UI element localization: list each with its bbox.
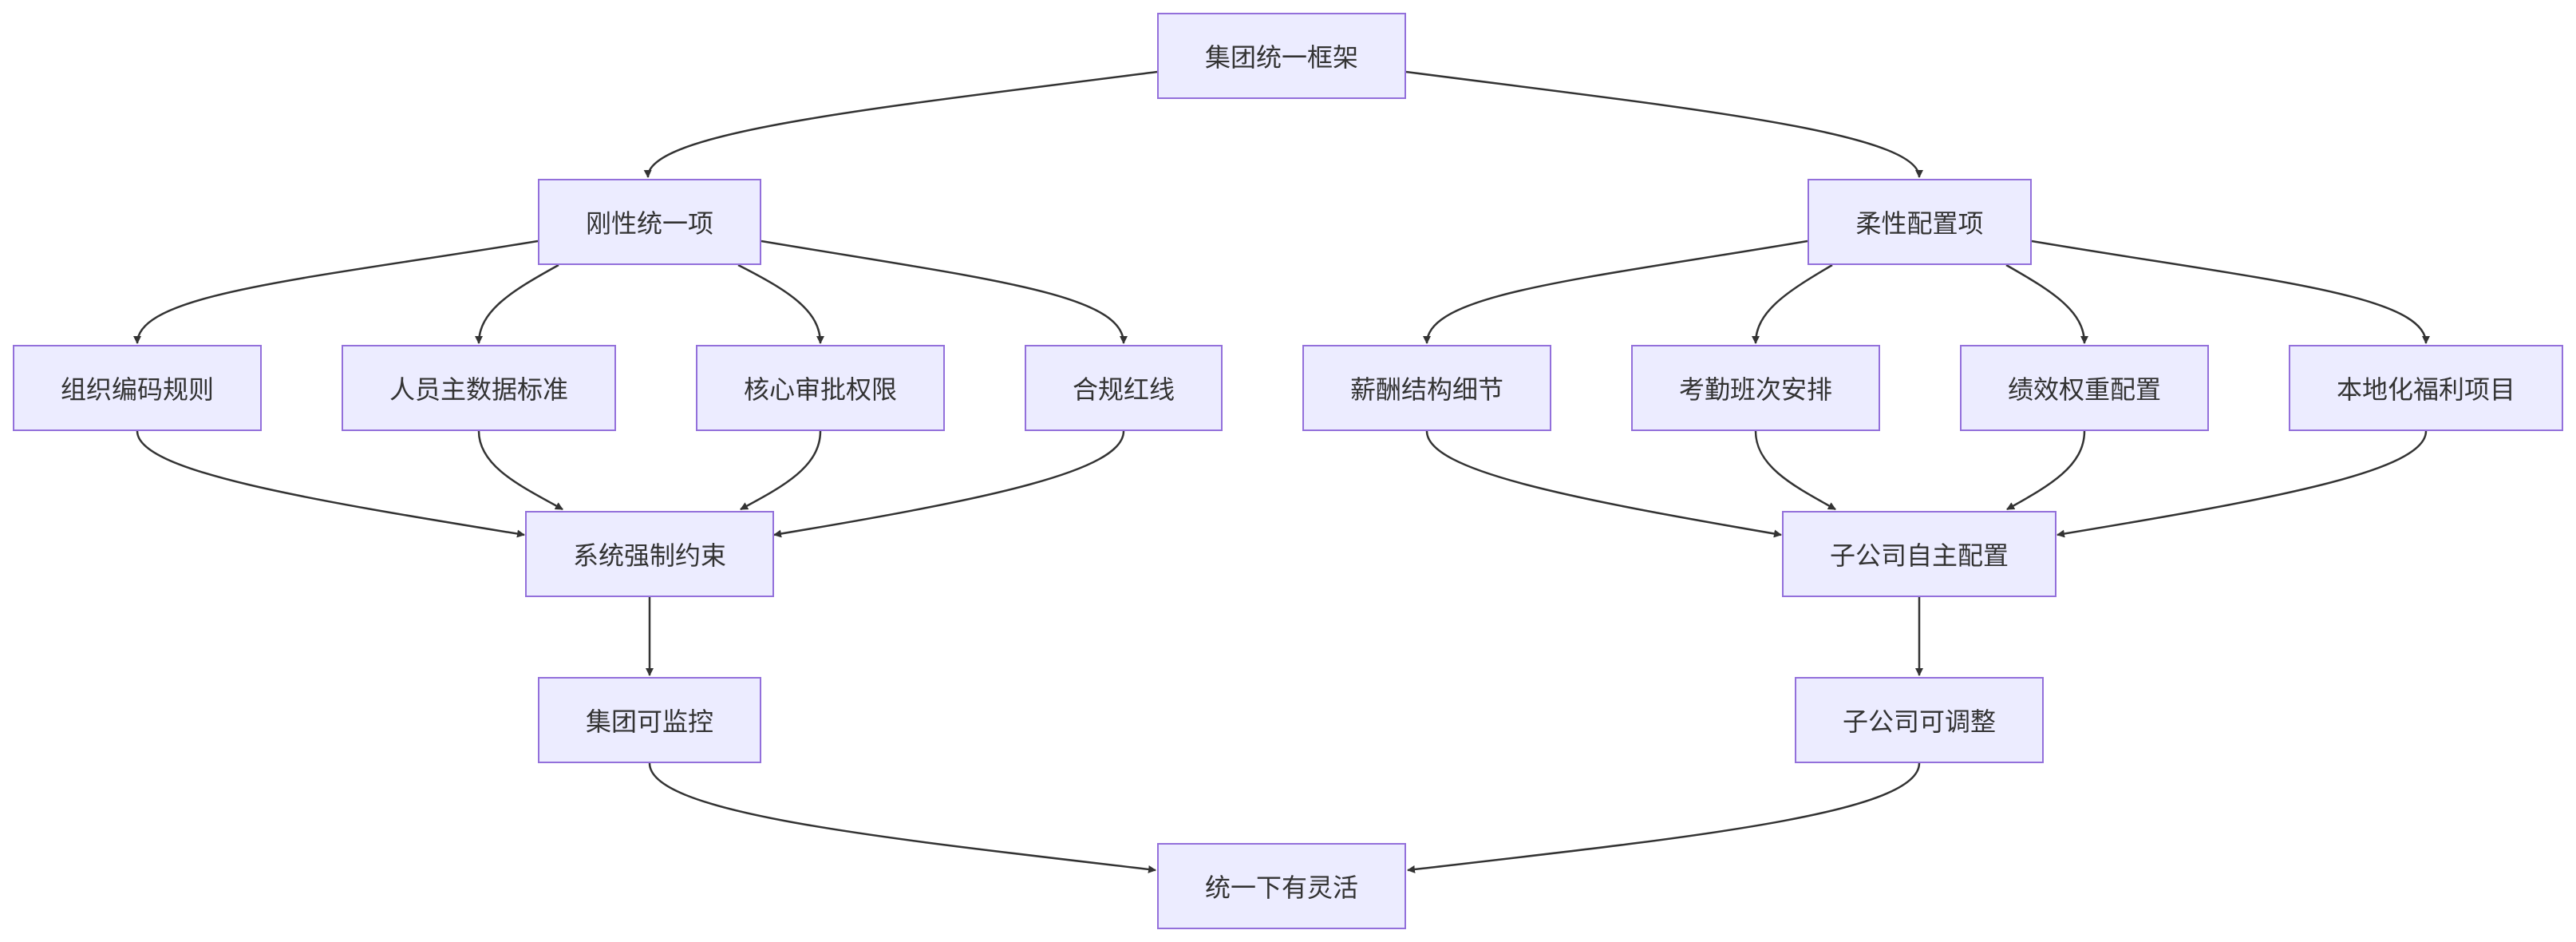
- edge-flex-to-performance: [2005, 263, 2088, 344]
- node-unified-yet-flexible: 统一下有灵活: [1157, 843, 1406, 929]
- edge-rigid-to-compliance: [761, 239, 1128, 344]
- node-rigid-items: 刚性统一项: [538, 179, 761, 265]
- edge-flex-to-welfare: [2031, 239, 2430, 344]
- edge-root-to-rigid: [643, 70, 1158, 178]
- node-attendance-shifts: 考勤班次安排: [1631, 345, 1880, 431]
- node-system-enforcement: 系统强制约束: [525, 511, 774, 597]
- node-group-monitorable: 集团可监控: [538, 677, 761, 763]
- edge-flex-to-attendance: [1752, 263, 1833, 344]
- node-subsidiary-config: 子公司自主配置: [1782, 511, 2056, 597]
- edge-flex-to-salary: [1423, 239, 1808, 344]
- node-group-framework: 集团统一框架: [1157, 13, 1406, 99]
- node-performance-weights: 绩效权重配置: [1960, 345, 2209, 431]
- edge-root-to-flex: [1405, 70, 1923, 178]
- edge-sub-adjust-to-result: [1407, 762, 1921, 873]
- edge-performance-to-sub-config: [2006, 430, 2086, 511]
- node-core-approval: 核心审批权限: [696, 345, 945, 431]
- edge-group-monitor-to-result: [648, 762, 1156, 873]
- node-compliance-redline: 合规红线: [1025, 345, 1223, 431]
- edge-approval-to-sys-enforce: [740, 430, 822, 511]
- node-staff-master-data: 人员主数据标准: [342, 345, 616, 431]
- edge-org-code-to-sys-enforce: [136, 430, 525, 538]
- node-org-code-rules: 组织编码规则: [13, 345, 262, 431]
- edge-attendance-to-sub-config: [1754, 430, 1836, 511]
- edge-staff-data-to-sys-enforce: [477, 430, 563, 511]
- edge-rigid-to-approval: [737, 263, 824, 344]
- edge-rigid-to-org-code: [133, 239, 539, 344]
- node-salary-structure: 薪酬结构细节: [1302, 345, 1551, 431]
- node-subsidiary-adjustable: 子公司可调整: [1795, 677, 2044, 763]
- node-flexible-items: 柔性配置项: [1808, 179, 2032, 265]
- edge-compliance-to-sys-enforce: [773, 430, 1125, 538]
- node-local-welfare: 本地化福利项目: [2289, 345, 2563, 431]
- edge-rigid-to-staff-data: [475, 263, 559, 344]
- edge-salary-to-sub-config: [1425, 430, 1782, 538]
- edge-welfare-to-sub-config: [2056, 430, 2428, 538]
